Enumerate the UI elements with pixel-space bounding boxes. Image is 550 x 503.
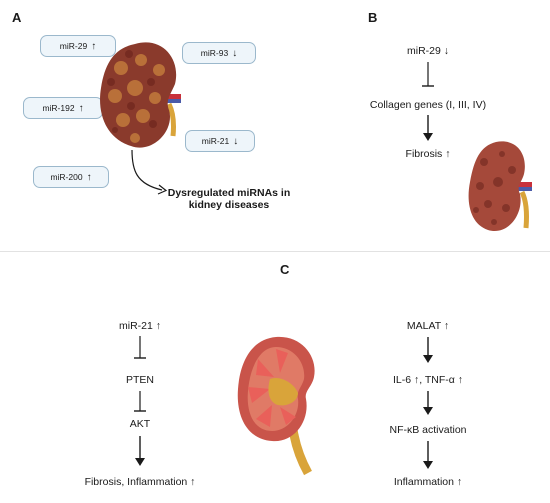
down-arrow	[423, 391, 433, 415]
mirna-name: miR-93	[200, 48, 229, 58]
panel-letter-a: A	[12, 10, 22, 25]
mirna-name: miR-200	[50, 172, 83, 182]
panel-b-step-2: Collagen genes (I, III, IV)	[369, 99, 487, 111]
mirna-pill-mir-93: miR-93 ↓	[182, 42, 256, 64]
panel-c-right-step-3: NF-κB activation	[389, 424, 467, 436]
down-arrow	[135, 436, 145, 466]
panel-letter-c: C	[280, 262, 290, 277]
panel-c-left-step-3: AKT	[129, 418, 151, 430]
up-arrow-icon: ↑	[78, 102, 84, 114]
caption-line-2: kidney diseases	[188, 199, 270, 211]
panel-c-left-step-4: Fibrosis, Inflammation ↑	[84, 476, 196, 488]
down-arrow-icon: ↓	[232, 47, 238, 59]
panel-b-step-3: Fibrosis ↑	[405, 148, 451, 160]
panel-c-left-step-1: miR-21 ↑	[118, 320, 162, 332]
inhibition-arrow	[134, 336, 146, 359]
inhibition-arrow	[134, 391, 146, 412]
panel-a-caption: Dysregulated miRNAs in kidney diseases	[159, 187, 299, 211]
mirna-name: miR-21	[201, 136, 230, 146]
up-arrow-icon: ↑	[86, 171, 92, 183]
panel-c-left-step-2: PTEN	[125, 374, 155, 386]
down-arrow	[423, 337, 433, 363]
panel-b-step-1: miR-29 ↓	[406, 45, 450, 57]
kidney-cross-section-illustration	[237, 336, 315, 476]
mirna-pill-mir-192: miR-192 ↑	[23, 97, 103, 119]
down-arrow	[423, 115, 433, 141]
caption-line-1: Dysregulated miRNAs in	[167, 187, 291, 199]
mirna-pill-mir-29: miR-29 ↑	[40, 35, 116, 57]
inhibition-arrow	[422, 62, 434, 87]
mirna-pill-mir-21: miR-21 ↓	[185, 130, 255, 152]
mirna-name: miR-29	[59, 41, 88, 51]
panel-c-right-step-2: IL-6 ↑, TNF-α ↑	[392, 374, 464, 386]
curved-arrow	[131, 149, 168, 195]
mirna-name: miR-192	[42, 103, 75, 113]
panel-c-right-step-4: Inflammation ↑	[393, 476, 463, 488]
panel-letter-b: B	[368, 10, 378, 25]
mirna-pill-mir-200: miR-200 ↑	[33, 166, 109, 188]
down-arrow-icon: ↓	[233, 135, 239, 147]
panel-divider	[0, 251, 550, 252]
up-arrow-icon: ↑	[91, 40, 97, 52]
panel-c-right-step-1: MALAT ↑	[406, 320, 450, 332]
diseased-kidney-illustration	[100, 42, 181, 148]
down-arrow	[423, 441, 433, 469]
fibrotic-kidney-illustration	[468, 141, 532, 232]
